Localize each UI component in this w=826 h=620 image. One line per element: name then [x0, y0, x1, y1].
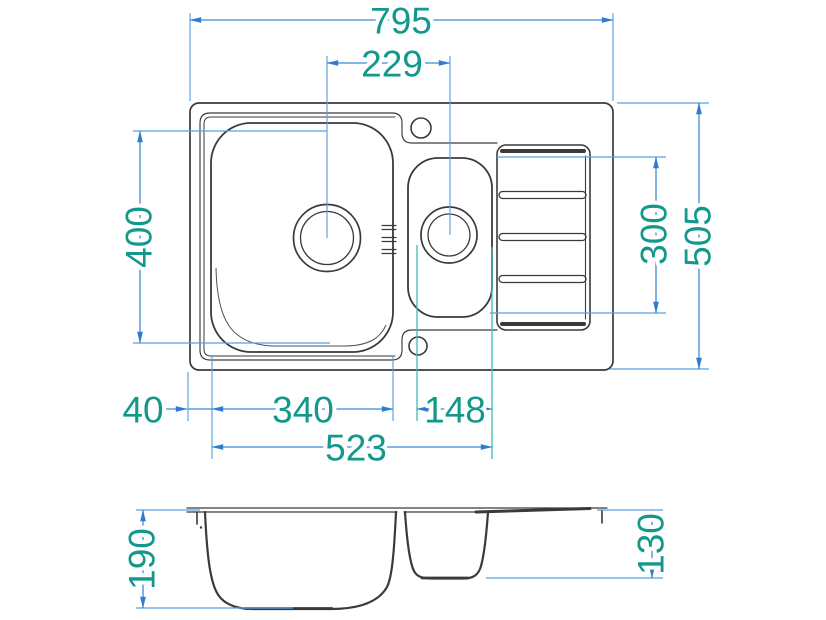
dim-bowl-width-label: 400 — [119, 206, 160, 268]
dim-edge-offset-label: 40 — [122, 390, 163, 431]
rim-inner-line — [203, 116, 396, 357]
dim-half-bowl-length: 148 — [416, 386, 493, 435]
rim-outer-line — [199, 112, 498, 361]
faucet-hole-bottom — [408, 336, 428, 356]
side-half-bowl-profile — [403, 510, 490, 580]
drainboard — [496, 144, 591, 331]
drainboard-outline — [496, 144, 591, 331]
dim-drainer-length: 300 — [630, 156, 679, 314]
sink-frame-outline — [189, 102, 614, 371]
dimensions: 795 229 400 505 300 40 340 — [115, 0, 723, 609]
drainboard-rib — [498, 274, 587, 284]
drainboard-rib — [498, 232, 587, 242]
faucet-hole-top — [410, 117, 432, 139]
dim-bowls-total-length: 523 — [211, 424, 493, 473]
dim-half-bowl-depth: 130 — [627, 509, 676, 579]
dim-overall-width-label: 795 — [370, 1, 432, 42]
dim-bowl-width: 400 — [115, 130, 164, 344]
dim-overall-depth: 505 — [674, 102, 723, 370]
drainboard-rib — [498, 190, 587, 200]
side-left-clip-dot — [199, 526, 203, 529]
dim-bowls-total-length-label: 523 — [325, 428, 387, 469]
dim-main-bowl-length: 340 — [211, 386, 394, 435]
dim-drainer-length-label: 300 — [634, 203, 675, 265]
dim-main-bowl-depth-label: 190 — [122, 528, 163, 590]
dim-overall-width: 795 — [189, 0, 614, 46]
side-drainboard-slope — [474, 507, 592, 514]
main-bowl-floor-line — [215, 267, 387, 347]
side-main-bowl-profile — [203, 510, 398, 611]
overflow-ticks — [381, 224, 397, 255]
dim-drain-centers-label: 229 — [361, 44, 423, 85]
dim-half-bowl-length-label: 148 — [424, 390, 486, 431]
half-bowl-drain-inner — [427, 213, 471, 257]
top-view — [189, 102, 614, 371]
main-bowl-outline — [210, 122, 394, 353]
dim-edge-offset: 40 — [118, 386, 212, 435]
dim-main-bowl-length-label: 340 — [272, 390, 334, 431]
dim-half-bowl-depth-label: 130 — [631, 513, 672, 575]
side-view — [186, 507, 608, 611]
dim-overall-depth-label: 505 — [678, 205, 719, 267]
dim-main-bowl-depth: 190 — [118, 509, 167, 609]
half-bowl-drain-outer — [420, 206, 478, 264]
dim-drain-centers: 229 — [326, 40, 451, 89]
